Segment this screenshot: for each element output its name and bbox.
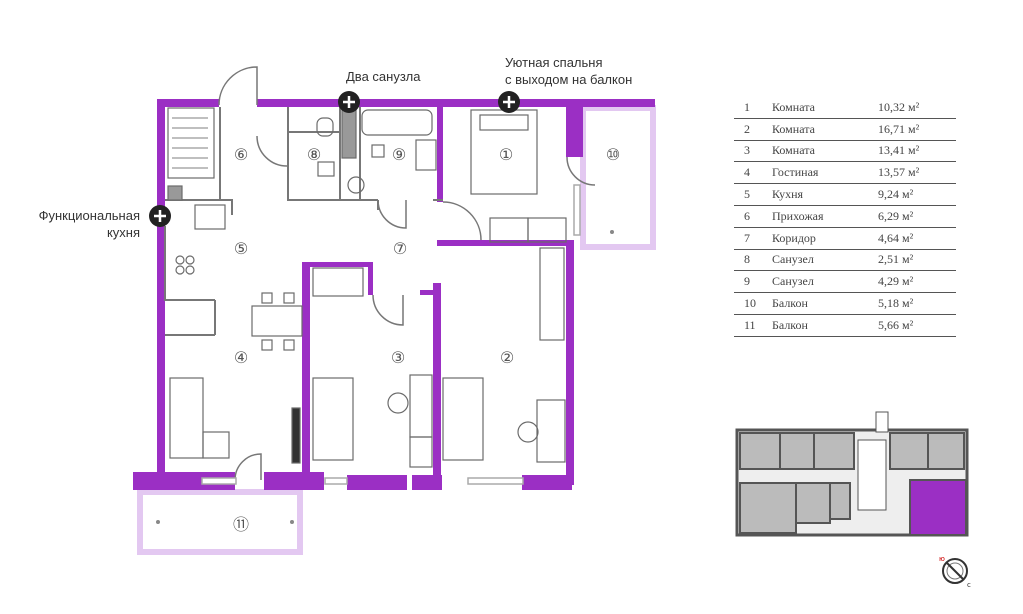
room-marker-4: ④	[234, 348, 248, 367]
legend-area: 16,71 м²	[878, 121, 920, 136]
legend-name: Санузел	[772, 274, 814, 289]
legend-name: Прихожая	[772, 208, 824, 223]
legend-row: 5 Кухня 9,24 м²	[734, 184, 956, 206]
legend-row: 4 Гостиная 13,57 м²	[734, 162, 956, 185]
room-area-legend: 1 Комната 10,32 м² 2 Комната 16,71 м² 3 …	[734, 97, 956, 337]
legend-name: Коридор	[772, 230, 816, 245]
legend-row: 6 Прихожая 6,29 м²	[734, 206, 956, 228]
interior-walls	[302, 107, 567, 295]
balcony-11	[137, 489, 303, 555]
room-marker-2: ②	[500, 348, 514, 367]
doors	[218, 66, 596, 481]
legend-row: 2 Комната 16,71 м²	[734, 119, 956, 141]
compass-icon: ю с	[939, 555, 971, 589]
legend-name: Кухня	[772, 187, 804, 202]
room-marker-10: ⑩	[606, 145, 620, 164]
room-numbers: ① ② ③ ④ ⑤ ⑥ ⑦ ⑧ ⑨ ⑩ ⑪	[233, 145, 620, 534]
legend-name: Балкон	[772, 317, 808, 332]
legend-area: 5,66 м²	[878, 317, 914, 332]
legend-area: 2,51 м²	[878, 252, 914, 267]
legend-num: 10	[744, 296, 756, 311]
compass-north-label: ю	[939, 555, 945, 563]
legend-name: Гостиная	[772, 165, 819, 180]
balcony-10	[580, 105, 656, 250]
legend-name: Санузел	[772, 252, 814, 267]
bedroom-callout-line2: с выходом на балкон	[505, 72, 633, 87]
legend-row: 7 Коридор 4,64 м²	[734, 228, 956, 250]
legend-num: 3	[744, 143, 750, 158]
legend-row: 9 Санузел 4,29 м²	[734, 271, 956, 294]
bathrooms-callout: Два санузла	[346, 68, 420, 85]
legend-area: 5,18 м²	[878, 296, 914, 311]
legend-num: 8	[744, 252, 750, 267]
kitchen-callout-line2: кухня	[106, 225, 140, 240]
legend-num: 7	[744, 230, 750, 245]
outer-walls	[133, 99, 655, 490]
legend-num: 6	[744, 208, 750, 223]
legend-area: 4,29 м²	[878, 274, 914, 289]
legend-row: 11 Балкон 5,66 м²	[734, 315, 956, 337]
legend-area: 13,41 м²	[878, 143, 920, 158]
kitchen-callout-line1: Функциональная	[38, 208, 140, 223]
legend-row: 10 Балкон 5,18 м²	[734, 293, 956, 315]
room-marker-3: ③	[391, 348, 405, 367]
legend-name: Комната	[772, 121, 815, 136]
legend-num: 2	[744, 121, 750, 136]
room-marker-7: ⑦	[393, 239, 407, 258]
bedroom-callout-line1: Уютная спальня	[505, 55, 603, 70]
legend-area: 4,64 м²	[878, 230, 914, 245]
legend-name: Балкон	[772, 296, 808, 311]
legend-area: 9,24 м²	[878, 187, 914, 202]
legend-num: 9	[744, 274, 750, 289]
windows	[201, 184, 581, 485]
building-minimap	[735, 411, 969, 537]
room-marker-1: ①	[499, 145, 513, 164]
legend-num: 11	[744, 317, 756, 332]
legend-area: 13,57 м²	[878, 165, 920, 180]
callout-markers	[149, 91, 520, 227]
room-marker-6: ⑥	[234, 145, 248, 164]
legend-name: Комната	[772, 99, 815, 114]
bathrooms-callout-text: Два санузла	[346, 69, 421, 84]
bedroom-callout: Уютная спальня с выходом на балкон	[505, 54, 632, 88]
legend-num: 4	[744, 165, 750, 180]
kitchen-callout: Функциональная кухня	[28, 207, 140, 241]
room-marker-5: ⑤	[234, 239, 248, 258]
balcony-dots	[156, 230, 614, 524]
legend-area: 10,32 м²	[878, 99, 920, 114]
legend-row: 1 Комната 10,32 м²	[734, 97, 956, 119]
room-marker-8: ⑧	[307, 145, 321, 164]
compass-south-label: с	[967, 581, 971, 589]
room-marker-9: ⑨	[392, 145, 406, 164]
legend-num: 5	[744, 187, 750, 202]
room-marker-11: ⑪	[233, 515, 249, 534]
legend-row: 3 Комната 13,41 м²	[734, 141, 956, 163]
legend-row: 8 Санузел 2,51 м²	[734, 250, 956, 272]
legend-name: Комната	[772, 143, 815, 158]
legend-area: 6,29 м²	[878, 208, 914, 223]
legend-num: 1	[744, 99, 750, 114]
